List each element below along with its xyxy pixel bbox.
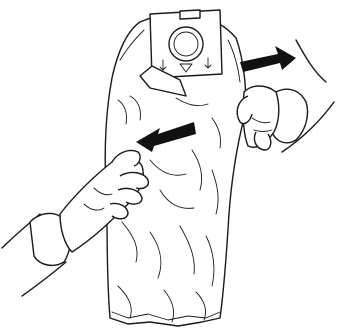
pull-right-arrow — [240, 46, 296, 72]
